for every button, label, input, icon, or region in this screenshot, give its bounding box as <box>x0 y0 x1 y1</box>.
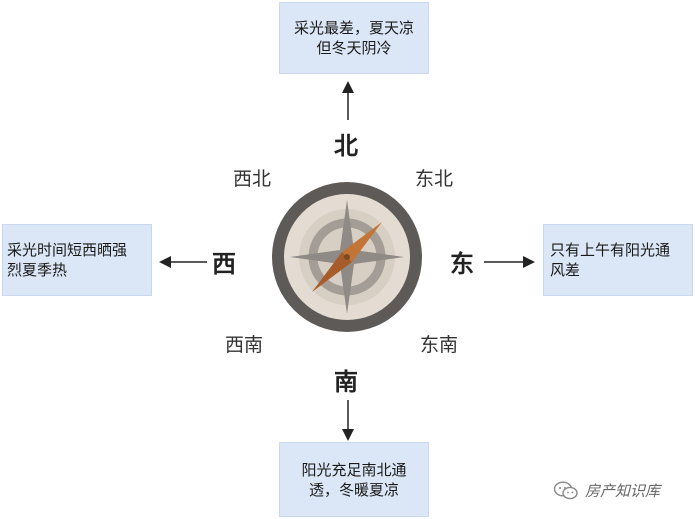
north-description-box: 采光最差，夏天凉 但冬天阴冷 <box>279 2 429 74</box>
west-description-box: 采光时间短西晒强 烈夏季热 <box>2 224 152 296</box>
direction-southeast-label: 东南 <box>420 334 459 356</box>
direction-southwest-label: 西南 <box>225 334 264 356</box>
direction-east-label: 东 <box>450 250 474 278</box>
direction-north-label: 北 <box>334 132 358 160</box>
west-description-line2: 烈夏季热 <box>7 261 68 279</box>
direction-west-label: 西 <box>212 250 236 278</box>
wechat-icon <box>553 480 578 499</box>
south-description-line1: 阳光充足南北通 <box>301 460 407 479</box>
north-description-line2: 但冬天阴冷 <box>316 39 392 57</box>
west-description-line1: 采光时间短西晒强 <box>7 241 128 259</box>
east-description-box: 只有上午有阳光通 风差 <box>543 224 693 296</box>
compass-needle <box>342 222 382 262</box>
north-description-line1: 采光最差，夏天凉 <box>293 19 414 37</box>
direction-northeast-label: 东北 <box>415 168 454 190</box>
direction-northwest-label: 西北 <box>233 168 272 190</box>
south-description-box: 阳光充足南北通 透，冬暖夏凉 <box>279 442 429 517</box>
direction-south-label: 南 <box>334 368 358 396</box>
south-description-line2: 透，冬暖夏凉 <box>308 480 399 499</box>
east-description-line2: 风差 <box>550 261 581 279</box>
east-description-line1: 只有上午有阳光通 <box>550 241 671 259</box>
watermark-text: 房产知识库 <box>585 482 661 500</box>
watermark: 房产知识库 <box>553 480 660 501</box>
